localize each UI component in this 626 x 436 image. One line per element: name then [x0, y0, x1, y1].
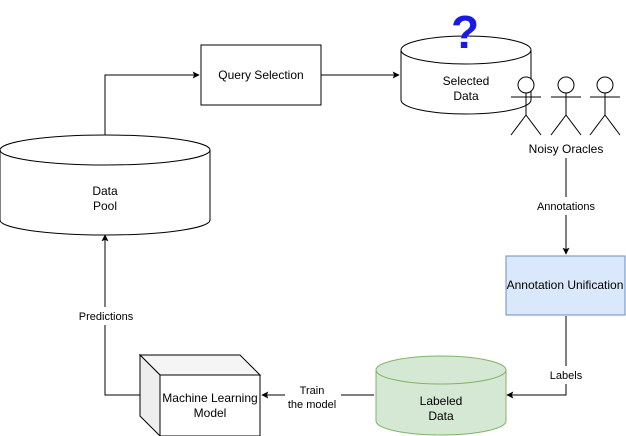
question-mark-icon: ?: [451, 6, 479, 58]
query-selection-label: Query Selection: [218, 68, 303, 82]
labeled-data-node: Labeled Data: [375, 355, 507, 436]
edge-pool-to-query: [104, 71, 200, 135]
oracle-person-icon: [510, 76, 542, 136]
annotation-unification-node: Annotation Unification: [505, 255, 626, 316]
labeled-data-label-line2: Data: [428, 409, 454, 423]
annotation-unification-label: Annotation Unification: [507, 278, 624, 292]
noisy-oracles-label: Noisy Oracles: [529, 142, 604, 156]
edge-label-train-line1: Train: [300, 385, 325, 397]
machine-learning-model-node: Machine Learning Model: [138, 353, 262, 436]
oracle-person-icon: [550, 76, 582, 136]
selected-data-label-line2: Data: [453, 89, 479, 103]
edge-label-annotations: Annotations: [537, 201, 596, 213]
machine-learning-model-label-line1: Machine Learning: [162, 391, 257, 405]
machine-learning-model-label-line2: Model: [194, 406, 227, 420]
edge-label-predictions: Predictions: [79, 311, 134, 323]
data-pool-label-line1: Data: [92, 184, 118, 198]
oracle-person-icon: [589, 76, 621, 136]
edge-label-train-line2: the model: [288, 399, 336, 411]
selected-data-label-line1: Selected: [443, 74, 490, 88]
labeled-data-label-line1: Labeled: [420, 394, 463, 408]
query-selection-node: Query Selection: [200, 44, 322, 106]
data-pool-node: Data Pool: [0, 134, 211, 236]
edge-model-to-pool: [101, 234, 140, 396]
noisy-oracles-node: Noisy Oracles: [510, 76, 621, 156]
selected-data-node: Selected Data: [400, 35, 532, 115]
edge-unification-to-labeled: [506, 316, 567, 399]
data-pool-label-line2: Pool: [93, 199, 117, 213]
edge-label-labels: Labels: [550, 370, 583, 382]
